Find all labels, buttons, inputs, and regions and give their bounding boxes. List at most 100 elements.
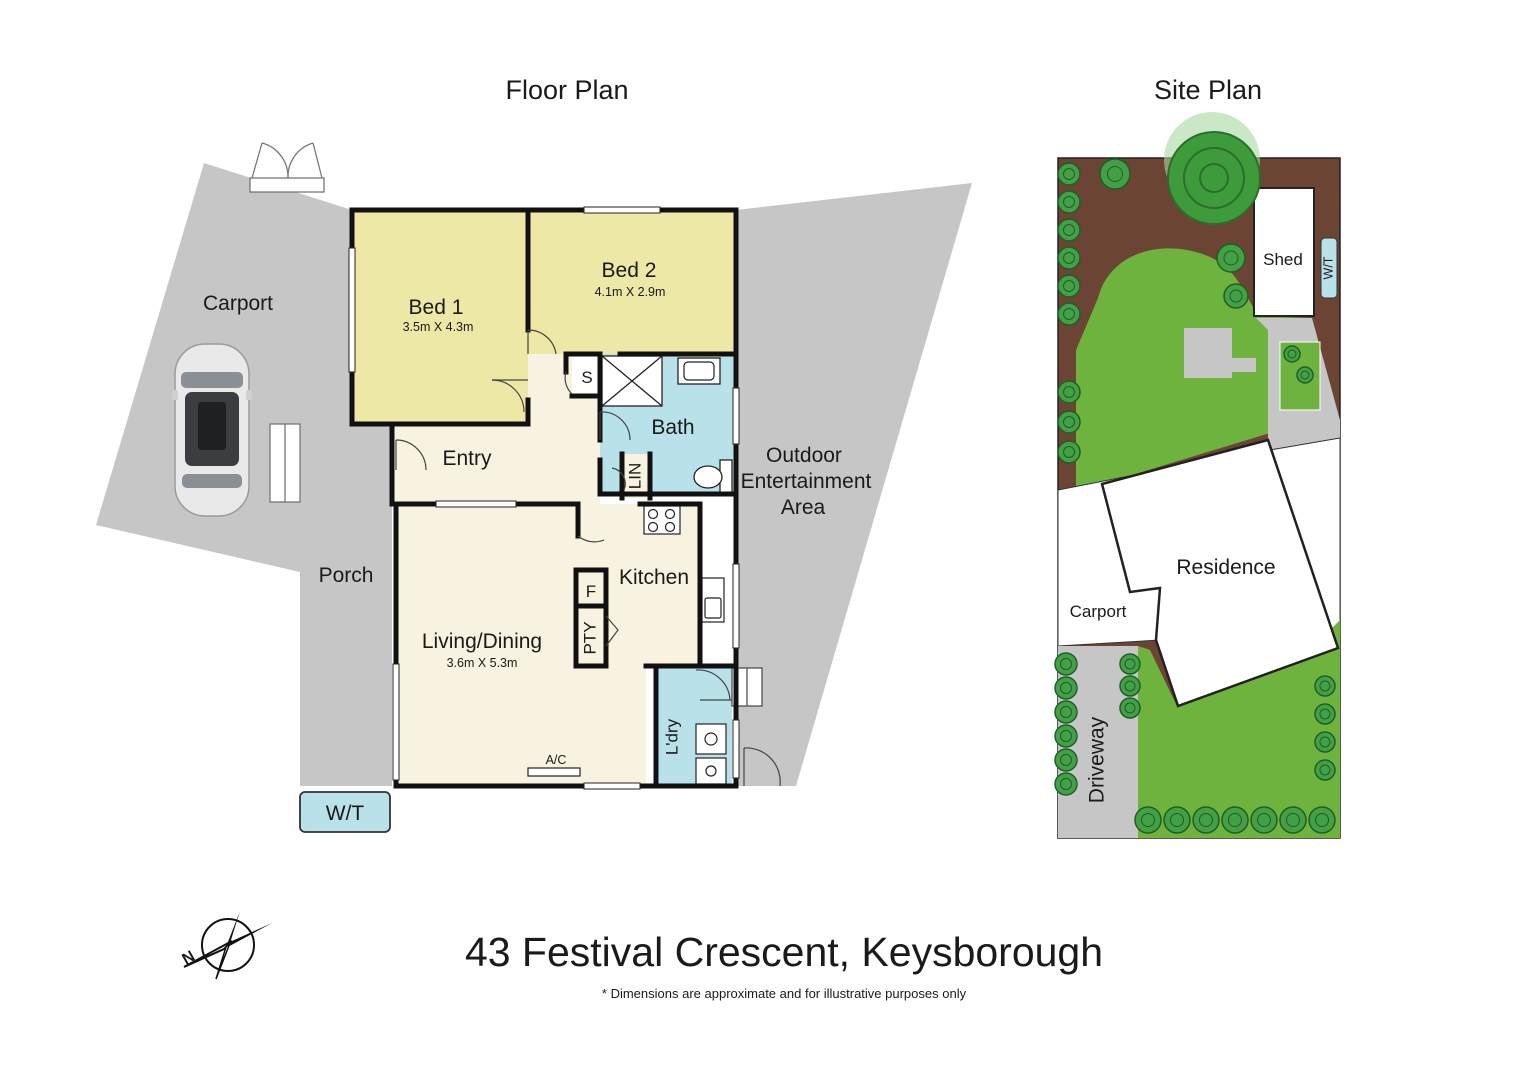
- shrub-icon: [1283, 345, 1301, 363]
- storage-cupboard: [572, 356, 600, 396]
- entry-label: Entry: [442, 447, 492, 470]
- shrub-core: [1063, 386, 1075, 398]
- shrub-icon: [1054, 700, 1078, 724]
- shrub-core: [1063, 308, 1075, 320]
- shrub-core: [1107, 166, 1123, 182]
- shrub-icon: [1223, 283, 1249, 309]
- shrub-core: [1287, 349, 1297, 359]
- linen-label: LIN: [625, 463, 644, 489]
- shrub-icon: [1119, 675, 1141, 697]
- shrub-core: [1060, 682, 1072, 694]
- entry-hall: [392, 354, 600, 504]
- shrub-icon: [1054, 772, 1078, 796]
- kitchen-sink-icon: [701, 577, 725, 623]
- shrub-icon: [1054, 724, 1078, 748]
- shrub-icon: [1296, 366, 1314, 384]
- residence-label: Residence: [1176, 556, 1275, 579]
- shrub-core: [1063, 224, 1075, 236]
- outdoor-label-1: Outdoor: [766, 444, 842, 467]
- bed1-dimensions: 3.5m X 4.3m: [403, 320, 474, 334]
- outdoor-label-3: Area: [781, 496, 826, 519]
- shrub-icon: [1057, 218, 1081, 242]
- bath-label: Bath: [651, 416, 694, 439]
- shrub-icon: [1057, 410, 1081, 434]
- shrub-core: [1060, 658, 1072, 670]
- shrub-icon: [1119, 653, 1141, 675]
- shrub-icon: [1054, 748, 1078, 772]
- large-tree-icon: [1164, 112, 1261, 225]
- site-water-tank: [1320, 237, 1338, 299]
- bed2-label: Bed 2: [602, 259, 657, 282]
- shrub-core: [1060, 778, 1072, 790]
- shrub-icon: [1314, 703, 1336, 725]
- shrub-icon: [1192, 806, 1220, 834]
- shrub-icon: [1314, 759, 1336, 781]
- bed2-dimensions: 4.1m X 2.9m: [595, 285, 666, 299]
- shrub-icon: [1057, 380, 1081, 404]
- shrub-core: [1063, 252, 1075, 264]
- shrub-icon: [1057, 162, 1081, 186]
- shrub-core: [1060, 706, 1072, 718]
- compass-icon: N: [180, 911, 272, 980]
- living-label: Living/Dining: [422, 630, 542, 653]
- front-lawn: [1138, 620, 1340, 838]
- shrub-icon: [1057, 274, 1081, 298]
- shrub-core: [1060, 730, 1072, 742]
- outdoor-area: [736, 183, 972, 786]
- cooktop-icon: [643, 505, 681, 535]
- shrub-icon: [1314, 731, 1336, 753]
- site-plan-title: Site Plan: [1154, 75, 1262, 105]
- shrub-icon: [1054, 652, 1078, 676]
- shrub-core: [1060, 754, 1072, 766]
- pantry-label: PTY: [580, 621, 599, 654]
- shrub-core: [1124, 680, 1136, 692]
- living-dimensions: 3.6m X 5.3m: [447, 656, 518, 670]
- shrub-icon: [1279, 806, 1307, 834]
- shrub-core: [1063, 280, 1075, 292]
- bed2-room: [528, 210, 736, 354]
- shrub-icon: [1163, 806, 1191, 834]
- shrub-icon: [1057, 302, 1081, 326]
- floor-plan-title: Floor Plan: [505, 75, 628, 105]
- ac-unit: [527, 767, 581, 777]
- water-tank-label: W/T: [326, 802, 365, 825]
- compass-north-label: N: [180, 948, 199, 969]
- basin-icon: [677, 357, 721, 385]
- shrub-icon: [1216, 243, 1246, 273]
- shrub-icon: [1099, 158, 1131, 190]
- site-carport-label: Carport: [1070, 602, 1127, 621]
- carport-step: [269, 423, 301, 503]
- shrub-core: [1063, 168, 1075, 180]
- shrub-icon: [1057, 246, 1081, 270]
- shrub-icon: [1119, 697, 1141, 719]
- shed-building: [1253, 187, 1315, 317]
- bed1-room: [352, 210, 528, 424]
- porch-label: Porch: [319, 564, 374, 587]
- shrub-icon: [1250, 806, 1278, 834]
- shrub-core: [1124, 702, 1136, 714]
- shrub-core: [1063, 196, 1075, 208]
- shrub-core: [1170, 813, 1184, 827]
- linen-cupboard: [624, 454, 650, 498]
- shrub-core: [1319, 736, 1331, 748]
- path-concrete: [1184, 328, 1256, 378]
- shrub-group: [1054, 158, 1336, 834]
- shower-icon: [601, 355, 663, 407]
- shrub-core: [1141, 813, 1155, 827]
- shrub-core: [1063, 416, 1075, 428]
- shrub-core: [1199, 813, 1213, 827]
- outdoor-label-2: Entertainment: [741, 470, 872, 493]
- shrub-core: [1257, 813, 1271, 827]
- disclaimer: * Dimensions are approximate and for ill…: [602, 986, 967, 1001]
- kitchen-label: Kitchen: [619, 566, 689, 589]
- shrub-icon: [1221, 806, 1249, 834]
- shrub-core: [1229, 289, 1243, 303]
- shrub-core: [1124, 658, 1136, 670]
- shrub-icon: [1057, 190, 1081, 214]
- shrub-icon: [1057, 440, 1081, 464]
- residence-building: [1100, 438, 1340, 708]
- shrub-core: [1063, 446, 1075, 458]
- shrub-core: [1300, 370, 1310, 380]
- laundry-fixtures: [695, 723, 727, 785]
